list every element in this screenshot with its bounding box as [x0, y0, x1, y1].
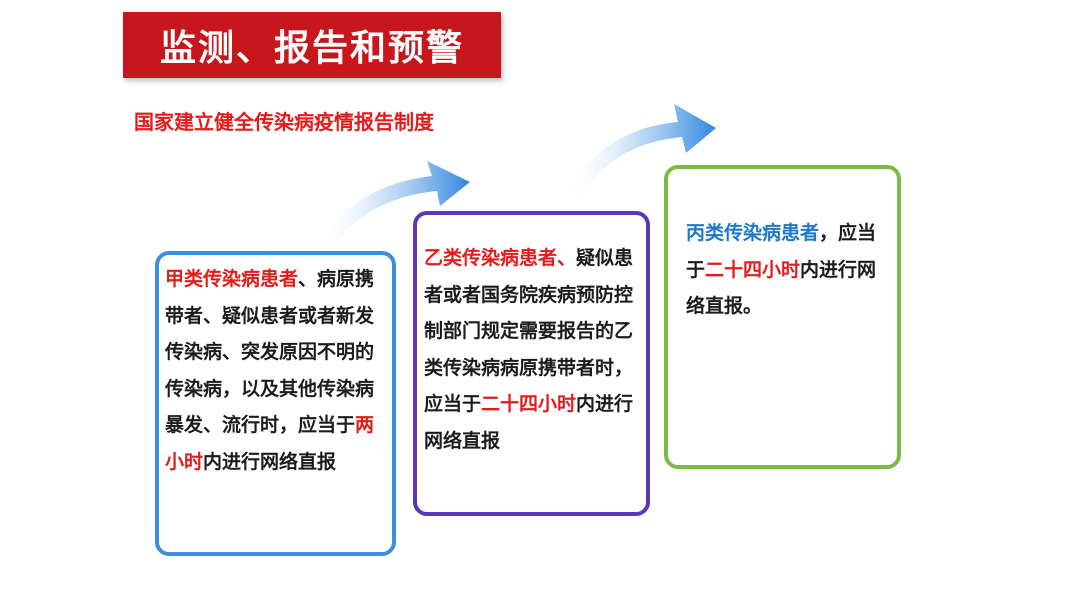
subtitle: 国家建立健全传染病疫情报告制度 [134, 110, 434, 134]
class-c-report-box: 丙类传染病患者，应当于二十四小时内进行网络直报。 [664, 165, 901, 469]
class-c-deadline: 二十四小时 [705, 258, 801, 281]
curved-arrow-icon [318, 161, 470, 250]
class-a-text: 、病原携带者、疑似患者或者新发传染病、突发原因不明的传染病，以及其他传染病暴发、… [165, 268, 375, 436]
class-b-text-end: 内进行网络直报 [424, 393, 634, 452]
class-a-text-end: 内进行网络直报 [203, 450, 337, 473]
class-b-separator: 、 [557, 247, 577, 269]
page-title: 监测、报告和预警 [159, 28, 464, 69]
class-c-text-end: 内进行网络直报。 [686, 258, 877, 318]
class-a-report-box: 甲类传染病患者、病原携带者、疑似患者或者新发传染病、突发原因不明的传染病，以及其… [155, 251, 396, 556]
class-b-text: 疑似患者或者国务院疾病预防控制部门规定需要报告的乙类传染病病原携带者时，应当于 [424, 247, 634, 415]
curved-arrow-icon [566, 104, 716, 198]
class-b-deadline: 二十四小时 [481, 393, 577, 415]
class-a-deadline: 两小时 [165, 414, 375, 473]
class-c-label: 丙类传染病患者 [686, 222, 820, 244]
class-a-label: 甲类传染病患者 [165, 268, 299, 290]
class-c-text: ，应当于 [686, 222, 877, 281]
class-b-label: 乙类传染病患者 [424, 247, 558, 269]
class-b-report-box: 乙类传染病患者、疑似患者或者国务院疾病预防控制部门规定需要报告的乙类传染病病原携… [413, 211, 650, 516]
title-banner: 监测、报告和预警 [123, 12, 501, 78]
